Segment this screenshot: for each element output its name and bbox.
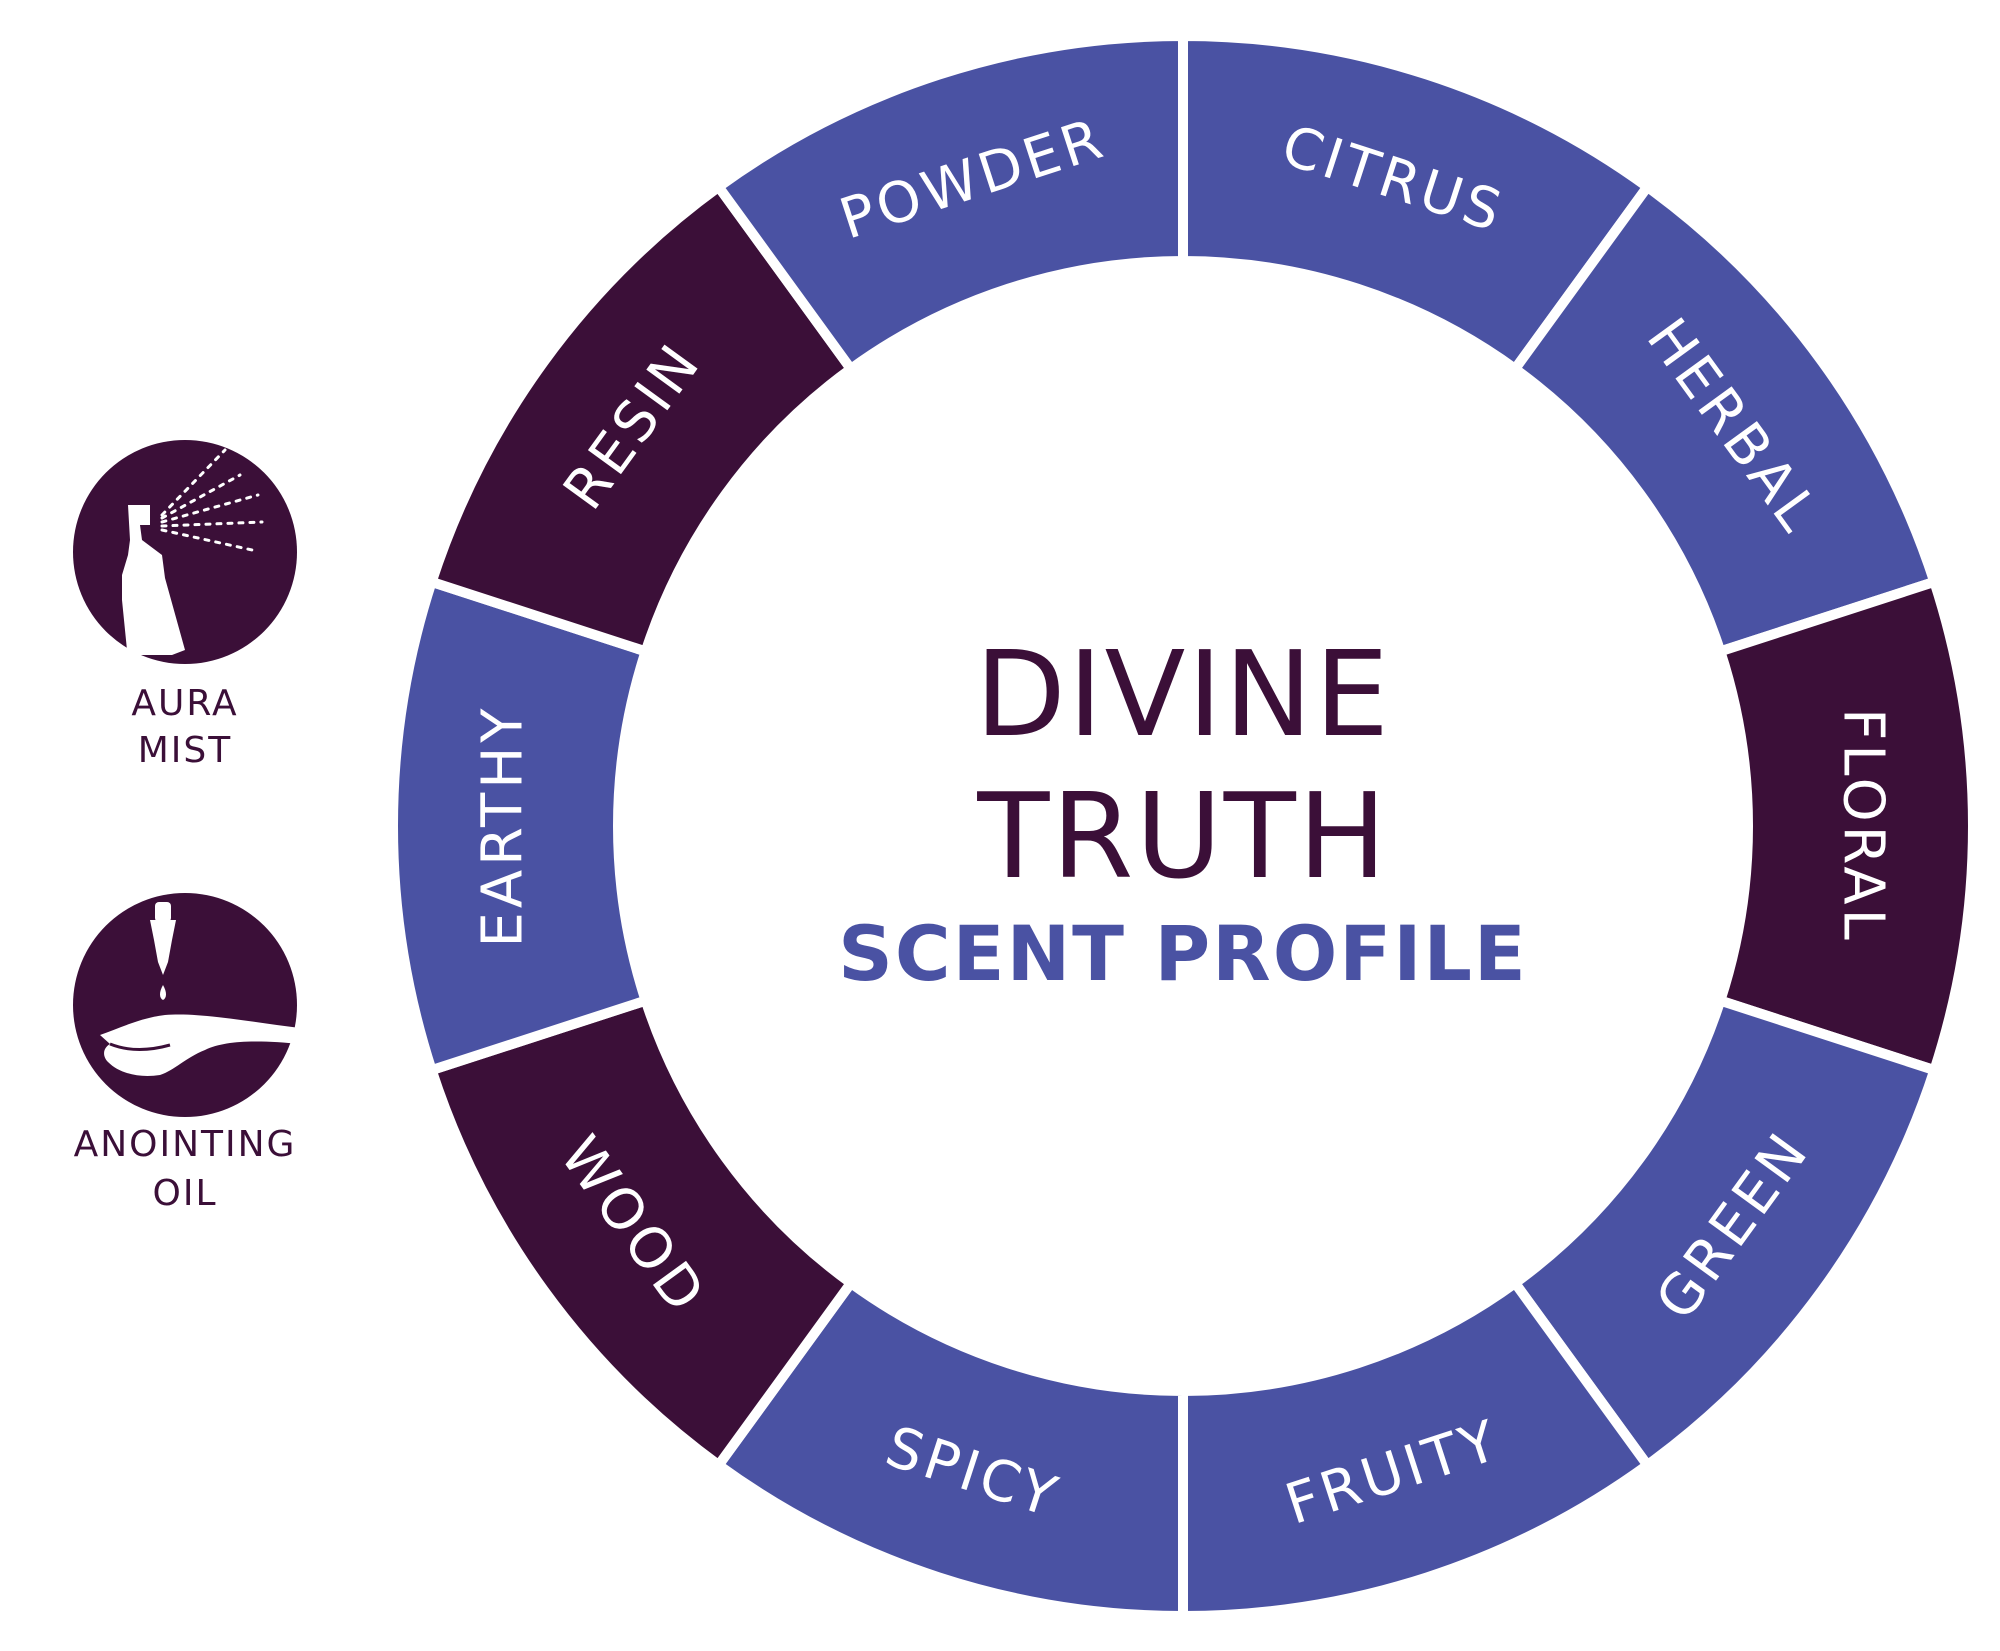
subtitle: SCENT PROFILE [838,909,1528,998]
product-label-line-2: OIL [152,1173,217,1214]
wheel-segment-powder [711,30,1188,376]
wheel-label-floral: FLORAL [1831,708,1896,944]
scent-wheel: CITRUSHERBALFLORALGREENFRUITYSPICYWOODEA… [388,30,1978,1622]
title-line-2: TRUTH [976,767,1388,905]
wheel-label-earthy: EARTHY [471,704,536,947]
dropper-hand-icon [73,893,300,1117]
product-anointing-oil: ANOINTING OIL [73,893,300,1214]
product-label-line-1: AURA [131,683,238,724]
title-line-1: DIVINE [975,625,1391,763]
product-aura-mist: AURA MIST [73,440,297,771]
center-title: DIVINE TRUTH SCENT PROFILE [838,625,1528,998]
product-label-line-1: ANOINTING [74,1124,297,1165]
spray-bottle-icon [73,440,297,664]
product-label-line-2: MIST [138,730,233,771]
